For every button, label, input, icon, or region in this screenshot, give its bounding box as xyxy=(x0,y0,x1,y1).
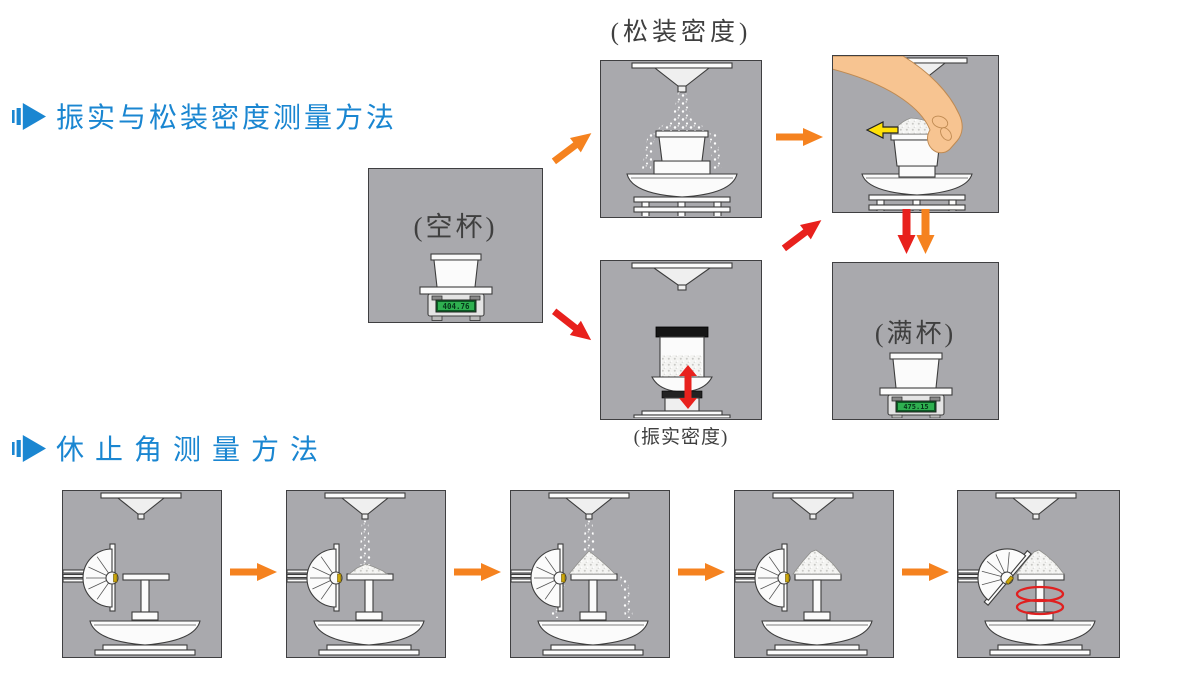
collection-dish xyxy=(537,620,649,656)
tap-motion-arrow xyxy=(679,365,697,409)
funnel xyxy=(631,62,733,93)
panel-repose-step-3 xyxy=(510,490,670,658)
stand-with-dish xyxy=(626,173,738,216)
blue-flow-arrow-icon xyxy=(12,102,46,130)
platform-table xyxy=(794,573,842,621)
arrow-bulk-to-scrape xyxy=(776,128,823,146)
blue-flow-arrow-icon xyxy=(12,434,46,462)
panel-repose-step-2 xyxy=(286,490,446,658)
repose-step-1-drawing xyxy=(63,492,201,656)
repose-step-2-drawing xyxy=(287,492,425,656)
empty-cup-drawing: 404.76 xyxy=(419,253,493,321)
section-repose-heading: 休止角测量方法 xyxy=(12,428,329,468)
arrow-repose-2-to-3 xyxy=(454,563,501,581)
repose-step-4-drawing xyxy=(735,492,873,656)
protractor xyxy=(82,543,119,612)
panel-scrape-level xyxy=(832,55,999,213)
tapping-cylinder xyxy=(633,326,731,418)
arrow-repose-4-to-5 xyxy=(902,563,949,581)
powder-pile xyxy=(347,563,389,575)
section-density-title: 振实与松装密度测量方法 xyxy=(56,102,398,133)
collection-dish xyxy=(984,620,1096,656)
weighing-scale: 404.76 xyxy=(419,286,493,321)
platform-table xyxy=(570,573,618,621)
funnel xyxy=(995,492,1077,520)
panel-empty-cup: (空杯) 404.76 xyxy=(368,168,543,323)
protractor xyxy=(306,543,343,612)
panel-repose-step-5 xyxy=(957,490,1120,658)
tapped-density-label: (振实密度) xyxy=(633,427,729,448)
section-repose-title: 休止角测量方法 xyxy=(56,434,330,465)
funnel xyxy=(100,492,182,520)
section-density-heading: 振实与松装密度测量方法 xyxy=(12,96,397,136)
panel-repose-step-4 xyxy=(734,490,894,658)
full-cup-label: (满杯) xyxy=(874,319,957,348)
arrow-repose-1-to-2 xyxy=(230,563,277,581)
measuring-cup xyxy=(430,253,482,288)
rotation-motion-arrows xyxy=(1015,585,1065,616)
powder-pile xyxy=(568,550,616,575)
panel-bulk-density xyxy=(600,60,762,218)
panel-full-cup: (满杯) 475.15 xyxy=(832,262,999,420)
platform-table xyxy=(1017,573,1065,621)
panel-tapped-density xyxy=(600,260,762,420)
hand xyxy=(833,56,963,154)
arrow-empty-to-bulk xyxy=(551,133,592,165)
powder-stream xyxy=(359,520,371,565)
measuring-cup xyxy=(890,133,944,167)
bulk-density-label: (松装密度) xyxy=(610,19,752,46)
arrow-repose-3-to-4 xyxy=(678,563,725,581)
protractor-rotated xyxy=(977,548,1032,606)
arrow-tapped-to-scrape xyxy=(781,220,822,252)
full-cup-drawing: 475.15 xyxy=(879,352,953,418)
arrow-scrape-to-full-red xyxy=(897,209,916,254)
measuring-cup xyxy=(655,130,709,162)
stand-with-dish xyxy=(861,173,973,211)
panel-repose-step-1 xyxy=(62,490,222,658)
protractor xyxy=(530,543,567,612)
repose-step-3-drawing xyxy=(511,492,649,656)
weighing-scale: 475.15 xyxy=(879,387,953,418)
collection-dish xyxy=(761,620,873,656)
cup-riser xyxy=(653,160,711,175)
powder-stream xyxy=(642,92,722,169)
bulk-density-drawing xyxy=(626,62,738,216)
arrow-empty-to-tapped xyxy=(551,308,592,341)
scrape-level-drawing xyxy=(833,56,973,211)
funnel xyxy=(772,492,854,520)
measuring-cup xyxy=(889,352,943,389)
funnel xyxy=(548,492,630,520)
scale-display-empty: 404.76 xyxy=(442,302,470,311)
protractor xyxy=(754,543,791,612)
platform-table xyxy=(346,573,394,621)
empty-cup-label: (空杯) xyxy=(413,212,498,242)
scale-display-full: 475.15 xyxy=(903,403,928,411)
repose-step-5-drawing xyxy=(958,492,1096,656)
cup-riser xyxy=(898,165,936,178)
funnel xyxy=(324,492,406,520)
tapped-density-drawing xyxy=(631,262,733,418)
collection-dish xyxy=(89,620,201,656)
arrow-scrape-to-full-orange xyxy=(916,209,935,254)
collection-dish xyxy=(313,620,425,656)
powder-pile xyxy=(1015,549,1065,575)
scrape-direction-arrow xyxy=(865,121,899,139)
powder-pile xyxy=(792,549,842,575)
platform-table xyxy=(122,573,170,621)
funnel xyxy=(631,262,733,291)
